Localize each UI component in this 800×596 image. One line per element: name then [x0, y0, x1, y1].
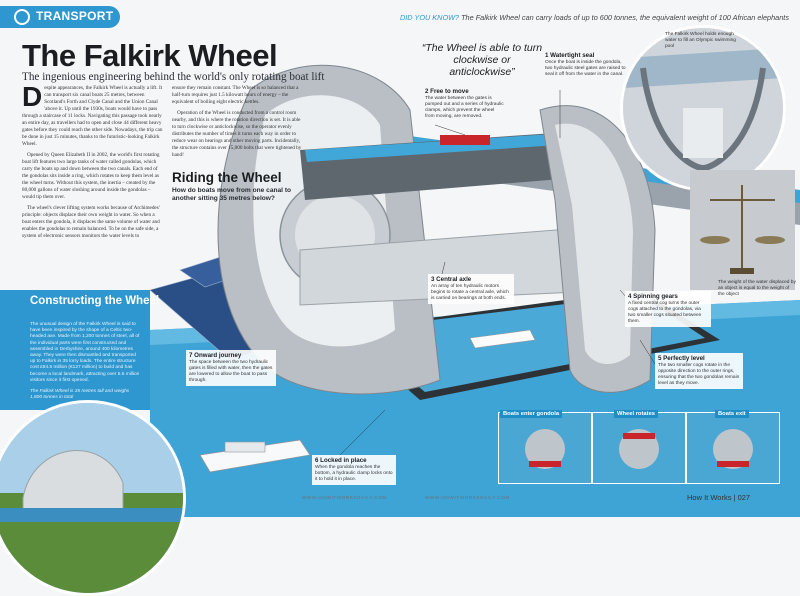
riding-heading: Riding the Wheel	[172, 170, 282, 185]
wheel-landscape-photo	[0, 400, 186, 596]
footer-website-right: WWW.HOWITWORKSDAILY.COM	[425, 495, 510, 500]
constructing-body: The unusual design of the Falkirk Wheel …	[30, 322, 142, 401]
photo-caption-pool: The Falkirk Wheel holds enough water to …	[665, 32, 736, 49]
article-paragraph: Operation of the Wheel is conducted from…	[172, 110, 302, 158]
callout-title: 7 Onward journey	[189, 352, 242, 359]
callout-text: The water between the gates is pumped ou…	[425, 96, 504, 119]
callout-text: The two smaller cogs rotate in the oppos…	[658, 363, 740, 386]
panel-boats-enter-image	[499, 413, 591, 483]
panel-wheel-rotates	[592, 412, 686, 484]
panel-wheel-rotates-image	[593, 413, 685, 483]
constructing-title: Constructing the Wheel	[30, 295, 160, 307]
constructing-note: The Falkirk Wheel is 35 metres tall and …	[30, 389, 130, 401]
callout-text: A fixed central cog turns the outer cogs…	[628, 301, 702, 324]
drop-cap: D	[22, 85, 43, 112]
article-paragraph: Opened by Queen Elizabeth II in 2002, th…	[22, 152, 160, 200]
page-title: The Falkirk Wheel	[22, 38, 278, 73]
constructing-text: The unusual design of the Falkirk Wheel …	[30, 322, 140, 383]
callout-title: 4 Spinning gears	[628, 293, 678, 300]
callout-title: 3 Central axle	[431, 276, 472, 283]
section-label: TRANSPORT	[36, 9, 114, 23]
photo-caption-scale: The weight of the water displaced by an …	[718, 280, 796, 297]
did-you-know-label: DID YOU KNOW?	[400, 13, 460, 22]
balance-scale-icon	[690, 170, 795, 290]
panel-boats-exit	[686, 412, 780, 484]
panel-boats-exit-image	[687, 413, 779, 483]
scale-photo	[690, 170, 795, 290]
page-number: How It Works | 027	[687, 493, 751, 502]
wheel-photo-image	[623, 28, 783, 188]
article-paragraph: The wheel's clever lifting system works …	[22, 205, 160, 239]
callout-title: 2 Free to move	[425, 88, 469, 95]
article-paragraph: ensure they remain constant. The Wheel i…	[172, 85, 299, 105]
panel-label: Boats exit	[715, 410, 749, 418]
constructing-box	[0, 290, 150, 410]
article-column-1: D espite appearances, the Falkirk Wheel …	[22, 85, 164, 290]
callout-text: When the gondola reaches the bottom, a h…	[315, 465, 393, 482]
callout-title: 1 Watertight seal	[545, 52, 595, 59]
did-you-know-text: The Falkirk Wheel can carry loads of up …	[461, 13, 789, 22]
globe-icon	[14, 9, 30, 25]
panel-boats-enter	[498, 412, 592, 484]
panel-label: Boats enter gondola	[500, 410, 563, 418]
wheel-photo-inset	[620, 25, 786, 191]
pull-quote: “The Wheel is able to turn clockwise or …	[421, 42, 543, 78]
callout-title: 5 Perfectly level	[658, 355, 705, 362]
article-paragraph: espite appearances, the Falkirk Wheel is…	[22, 85, 163, 147]
callout-text: The space between the two hydraulic gate…	[189, 360, 273, 383]
panel-label: Wheel rotates	[614, 410, 659, 418]
callout-text: An array of ten hydraulic motors begins …	[431, 284, 509, 301]
callout-title: 6 Locked in place	[315, 457, 367, 464]
landscape-image	[0, 403, 183, 593]
did-you-know: DID YOU KNOW? The Falkirk Wheel can carr…	[400, 13, 789, 22]
callout-text: Once the boat is inside the gondola, two…	[545, 60, 626, 77]
section-tab	[0, 6, 120, 28]
footer-website-left: WWW.HOWITWORKSDAILY.COM	[302, 495, 387, 500]
article-column-2: ensure they remain constant. The Wheel i…	[172, 85, 304, 205]
riding-subheading: How do boats move from one canal to anot…	[172, 187, 292, 202]
page-subtitle: The ingenious engineering behind the wor…	[22, 71, 325, 83]
